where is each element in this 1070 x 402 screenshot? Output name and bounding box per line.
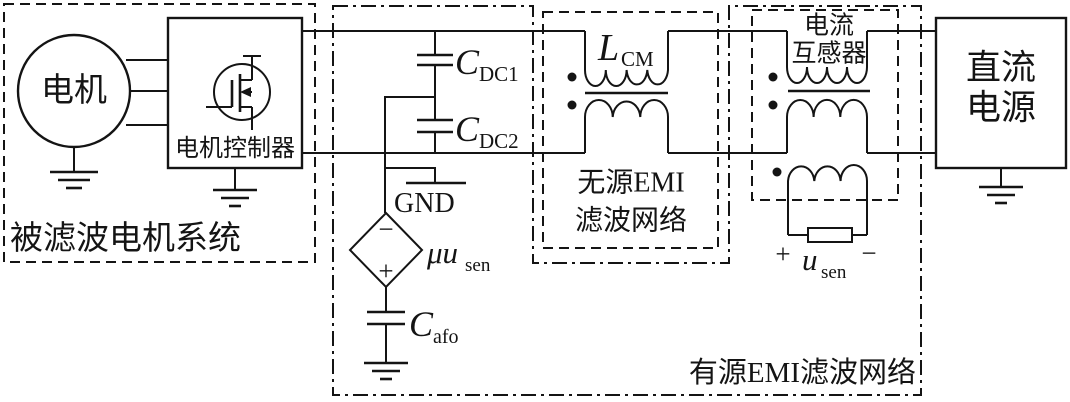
cdc1-subscript: DC1	[479, 62, 519, 86]
current-transformer-label-line1: 电流	[804, 12, 854, 40]
lcm-subscript: CM	[621, 47, 654, 71]
motor-label: 电机	[41, 72, 107, 109]
cdc1-label: C	[455, 42, 480, 82]
passive-filter-label-line1: 无源EMI	[577, 168, 684, 199]
polarity-dot-icon	[772, 167, 782, 177]
controller-ground-icon	[213, 168, 257, 208]
current-transformer-icon	[768, 31, 870, 235]
dc-source-ground-icon	[979, 168, 1023, 205]
source-subscript: sen	[465, 255, 491, 276]
active-emi-filter-dashdot-box	[332, 5, 922, 396]
usen-subscript: sen	[821, 262, 847, 283]
source-minus-sign: −	[378, 214, 393, 244]
polarity-dot-icon	[768, 100, 778, 110]
sense-resistor-icon	[788, 227, 867, 243]
current-transformer-label-line2: 互感器	[791, 40, 866, 68]
usen-minus-sign: −	[861, 238, 876, 268]
motor-phase-wires	[126, 59, 168, 126]
capacitor-cdc2-icon	[417, 118, 453, 153]
dc-source-label-line1: 直流	[966, 49, 1036, 88]
gnd-terminal-icon	[385, 167, 466, 185]
cdc2-label: C	[455, 109, 480, 149]
polarity-dot-icon	[567, 100, 577, 110]
cafo-subscript: afo	[433, 326, 459, 348]
capacitor-cafo-icon	[367, 287, 405, 363]
source-label: μu	[426, 235, 458, 270]
usen-plus-sign: +	[775, 239, 790, 269]
dc-source-label-line2: 电源	[966, 89, 1036, 128]
motor-ground-icon	[50, 147, 98, 190]
active-filter-label: 有源EMI滤波网络	[689, 356, 916, 389]
motor-system-label: 被滤波电机系统	[10, 220, 241, 257]
cafo-label: C	[409, 304, 434, 344]
polarity-dot-icon	[768, 72, 778, 82]
polarity-dot-icon	[567, 72, 577, 82]
afo-ground-icon	[364, 361, 408, 381]
capacitor-cdc1-icon	[417, 31, 453, 120]
controller-label: 电机控制器	[175, 135, 295, 162]
mosfet-icon	[206, 55, 271, 130]
passive-emi-filter-dashed-box	[542, 11, 719, 249]
midpoint-tap-wire	[384, 96, 435, 213]
passive-filter-label-line2: 滤波网络	[575, 205, 687, 237]
lcm-label: L	[597, 27, 619, 69]
source-plus-sign: +	[378, 256, 393, 286]
lcm-choke-icon	[567, 31, 669, 153]
cdc2-subscript: DC2	[479, 129, 519, 153]
current-transformer-dashed-box	[751, 9, 899, 201]
usen-label: u	[802, 242, 818, 277]
motor-system-dashed-box	[3, 3, 316, 263]
gnd-label: GND	[394, 188, 455, 219]
